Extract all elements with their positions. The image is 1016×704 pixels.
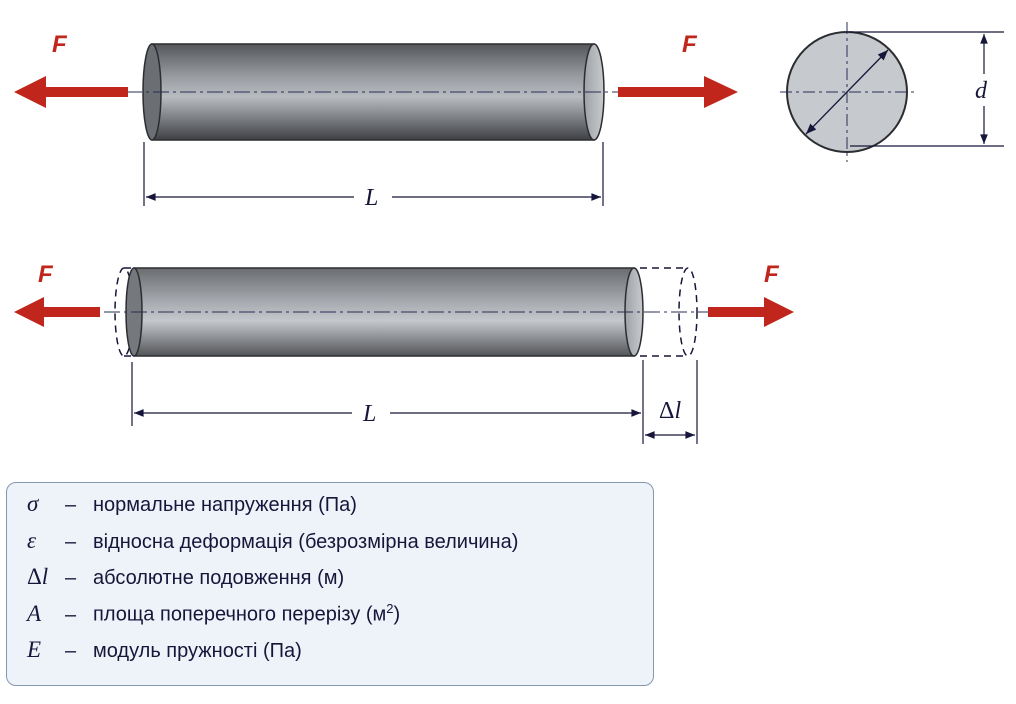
legend-symbol: Δl — [27, 564, 49, 589]
legend-row-modulus: E – модуль пружності (Па) — [27, 637, 653, 674]
legend-symbol: σ — [27, 491, 39, 516]
bottom-right-force-label: F — [764, 261, 780, 288]
bottom-length-dimension — [131, 360, 644, 444]
legend-symbol: E — [27, 637, 42, 662]
bottom-rod — [104, 267, 712, 357]
bottom-right-force-arrow — [708, 297, 794, 327]
bottom-left-force-label: F — [38, 261, 54, 288]
legend-dash: – — [65, 640, 77, 662]
legend-description: нормальне напруження (Па) — [93, 494, 357, 516]
top-left-force-label: F — [52, 31, 68, 58]
legend-dash: – — [65, 603, 77, 626]
legend-dash: – — [65, 530, 77, 553]
legend-dash: – — [65, 494, 77, 516]
top-right-force-label: F — [682, 31, 698, 58]
legend-row-area: A – площа поперечного перерізу (м2) — [27, 601, 653, 638]
legend-symbol: A — [27, 600, 42, 626]
legend-description: відносна деформація (безрозмірна величин… — [93, 530, 519, 553]
bottom-left-force-arrow — [14, 297, 100, 327]
legend-box: σ – нормальне напруження (Па) ε – віднос… — [6, 482, 654, 686]
top-right-force-arrow — [618, 76, 738, 108]
legend-row-epsilon: ε – відносна деформація (безрозмірна вел… — [27, 528, 653, 565]
legend-row-sigma: σ – нормальне напруження (Па) — [27, 491, 653, 528]
bottom-length-label: L — [362, 401, 376, 427]
legend-dash: – — [65, 567, 77, 589]
diameter-dimension — [850, 31, 1004, 147]
legend-description: площа поперечного перерізу (м2) — [93, 600, 401, 626]
diameter-label: d — [975, 78, 988, 104]
elongation-label: Δl — [659, 398, 681, 424]
top-rod — [126, 43, 624, 141]
elongation-dimension — [644, 360, 698, 444]
legend-description: абсолютне подовження (м) — [93, 567, 345, 589]
tension-diagram: F F L d — [14, 22, 1004, 444]
cross-section — [780, 22, 916, 162]
top-left-force-arrow — [14, 76, 128, 108]
legend-description: модуль пружності (Па) — [93, 640, 302, 662]
legend-symbol: ε — [27, 527, 37, 553]
top-length-label: L — [364, 185, 378, 211]
legend-row-delta-l: Δl – абсолютне подовження (м) — [27, 564, 653, 601]
top-length-dimension — [143, 142, 604, 206]
